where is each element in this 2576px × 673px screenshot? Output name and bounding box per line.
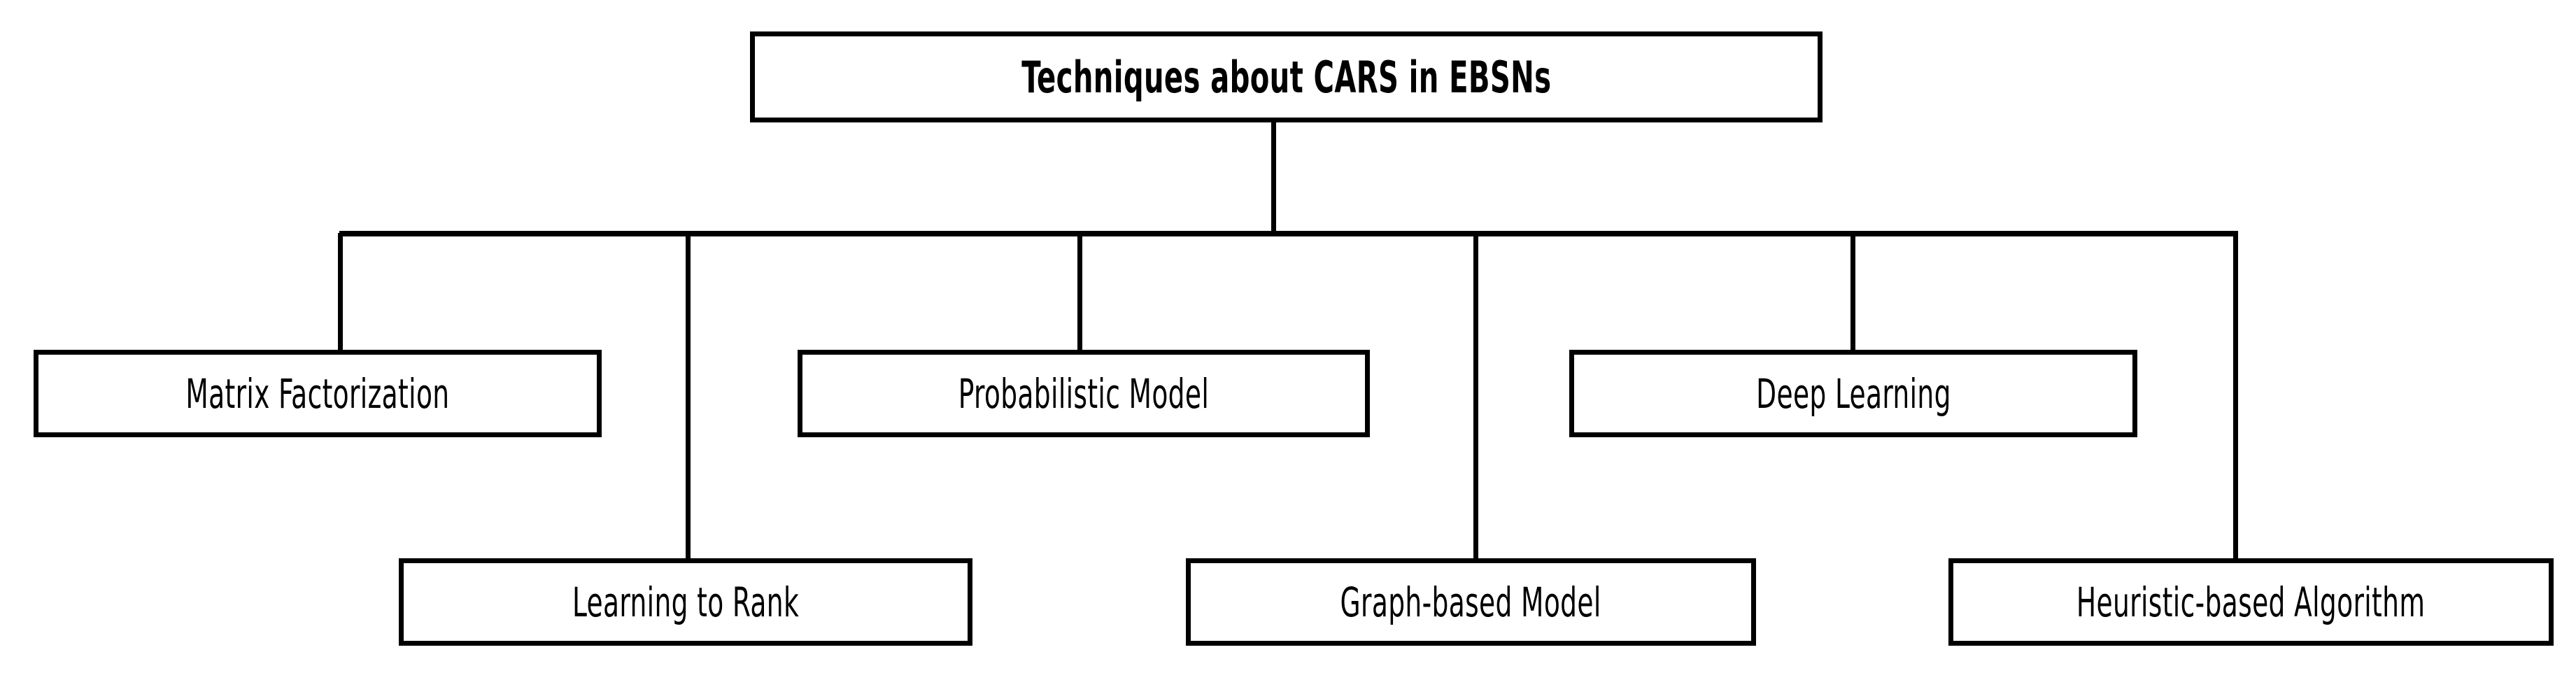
node-root-label: Techniques about CARS in EBSNs (1021, 51, 1552, 103)
node-probabilistic-model: Probabilistic Model (798, 350, 1370, 437)
node-matrix-factorization: Matrix Factorization (34, 350, 602, 437)
edge-to-graph-based-model (1473, 233, 1478, 560)
edge-to-learning-to-rank (686, 233, 691, 560)
node-heuristic-based-algorithm: Heuristic-based Algorithm (1948, 558, 2554, 646)
node-graph-based-model-label: Graph-based Model (1340, 578, 1602, 626)
node-heuristic-based-algorithm-label: Heuristic-based Algorithm (2076, 578, 2426, 626)
node-learning-to-rank: Learning to Rank (399, 558, 972, 646)
node-graph-based-model: Graph-based Model (1186, 558, 1756, 646)
node-matrix-factorization-label: Matrix Factorization (185, 369, 450, 418)
edge-to-probabilistic-model (1077, 233, 1082, 352)
node-learning-to-rank-label: Learning to Rank (572, 578, 800, 626)
edge-horizontal-bus (339, 231, 2238, 236)
node-root: Techniques about CARS in EBSNs (750, 31, 1823, 122)
node-deep-learning: Deep Learning (1569, 350, 2137, 437)
edge-to-deep-learning (1850, 233, 1855, 352)
edge-root-stem (1271, 120, 1276, 236)
node-probabilistic-model-label: Probabilistic Model (958, 369, 1210, 418)
edge-to-matrix-factorization (338, 233, 343, 352)
edge-to-heuristic-based-algorithm (2233, 233, 2238, 560)
node-deep-learning-label: Deep Learning (1755, 369, 1951, 418)
